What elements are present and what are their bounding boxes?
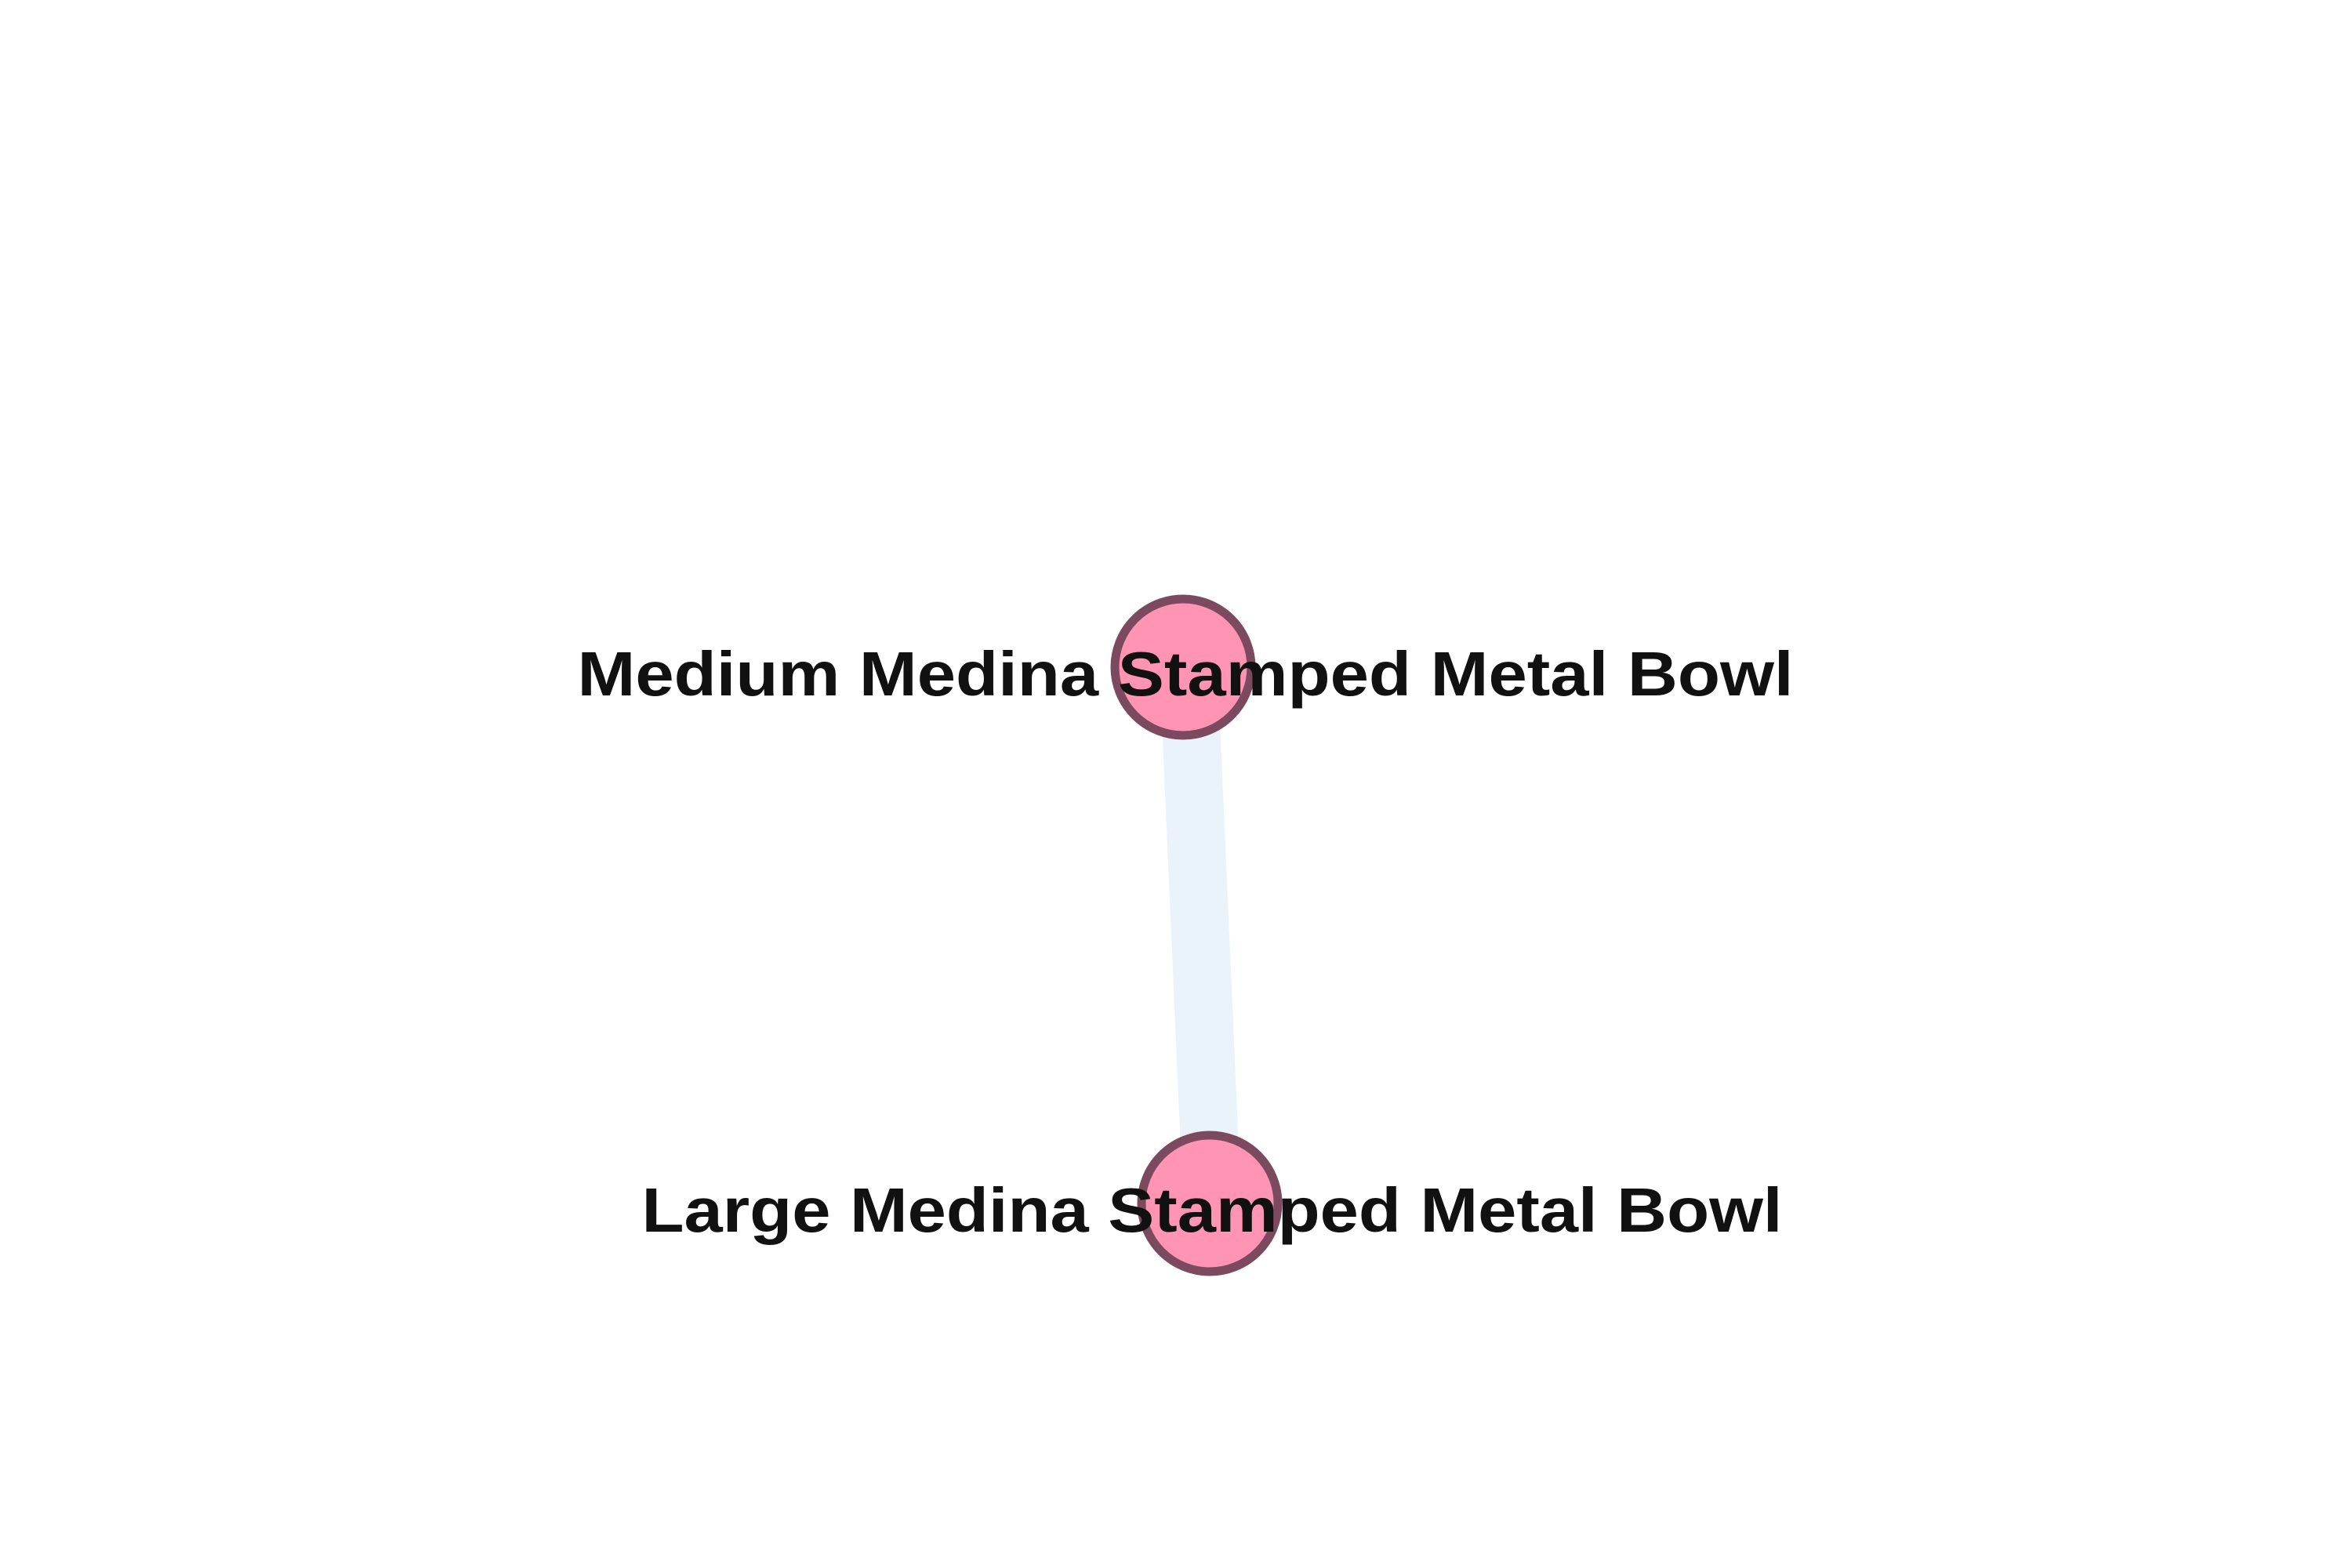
node-label-medium: Medium Medina Stamped Metal Bowl	[578, 639, 1794, 709]
node-large-bowl[interactable]	[1137, 1131, 1283, 1276]
edge-medium-large	[1160, 666, 1241, 1205]
node-medium-bowl[interactable]	[1110, 594, 1256, 740]
node-label-large: Large Medina Stamped Metal Bowl	[642, 1175, 1783, 1245]
